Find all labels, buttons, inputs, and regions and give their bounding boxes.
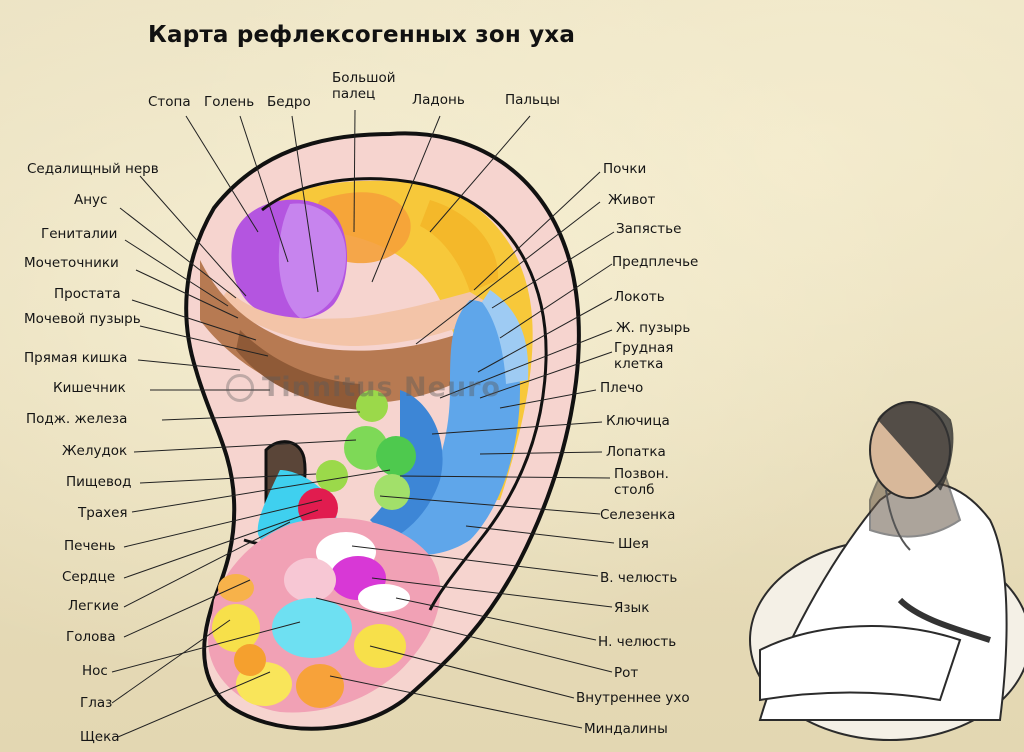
upper-zone-gold	[420, 200, 499, 292]
brown-zone-dark	[236, 330, 360, 410]
label-bolshoy-palec: Большой палец	[332, 70, 396, 102]
label-golova: Голова	[66, 629, 116, 645]
purple-zone-light	[278, 203, 346, 318]
green-zone-3	[376, 436, 416, 476]
white-zone-2	[358, 584, 410, 612]
yellow-zone-1	[212, 604, 260, 652]
label-kishechnik: Кишечник	[53, 380, 126, 396]
label-genitalii: Гениталии	[41, 226, 118, 242]
label-glaz: Глаз	[80, 695, 113, 711]
orange-zone-3	[234, 644, 266, 676]
label-palcy: Пальцы	[505, 92, 560, 108]
label-anus: Анус	[74, 192, 108, 208]
sage-figure	[749, 401, 1024, 741]
label-pishchevod: Пищевод	[66, 474, 132, 490]
sage-hair	[877, 402, 954, 491]
label-zhivot: Живот	[608, 192, 656, 208]
watermark: Tinnitus Neuro	[262, 372, 501, 403]
label-lopatka: Лопатка	[606, 444, 666, 460]
label-mochevoy-puzyr: Мочевой пузырь	[24, 311, 141, 327]
label-pozvon-stolb: Позвон. столб	[614, 466, 669, 498]
diagram-title: Карта рефлексогенных зон уха	[148, 22, 576, 48]
cyan-lobe-zone	[272, 598, 352, 658]
label-vnutrennee-uho: Внутреннее ухо	[576, 690, 690, 706]
label-n-chelyust: Н. челюсть	[598, 634, 677, 650]
label-lokot: Локоть	[614, 289, 665, 305]
label-pochki: Почки	[603, 161, 647, 177]
pink-zone-light	[284, 558, 336, 602]
label-zh-puzyr: Ж. пузырь	[616, 320, 691, 336]
label-sedalishchny-nerv: Седалищный нерв	[27, 161, 159, 177]
green-zone-5	[316, 460, 348, 492]
label-plecho: Плечо	[600, 380, 644, 396]
label-mindaliny: Миндалины	[584, 721, 668, 737]
label-prostata: Простата	[54, 286, 121, 302]
antihelix-band	[220, 290, 500, 346]
label-zheludok: Желудок	[62, 443, 128, 459]
label-nos: Нос	[82, 663, 108, 679]
orange-zone-2	[218, 574, 254, 602]
leader-lines	[111, 109, 615, 738]
label-mochetochniki: Мочеточники	[24, 255, 119, 271]
sage-sleeve	[897, 597, 991, 643]
label-pechen: Печень	[64, 538, 116, 554]
label-pryamaya-kishka: Прямая кишка	[24, 350, 128, 366]
green-zone-4	[374, 474, 410, 510]
red-zone	[298, 488, 338, 528]
label-serdce: Сердце	[62, 569, 116, 585]
label-rot: Рот	[614, 665, 639, 681]
label-selezenka: Селезенка	[600, 507, 676, 523]
label-shcheka: Щека	[80, 729, 120, 745]
label-sheya: Шея	[618, 536, 649, 552]
label-ladon: Ладонь	[412, 92, 465, 108]
yellow-zone-3	[354, 624, 406, 668]
watermark-logo	[226, 374, 254, 402]
orange-zone-1	[296, 664, 344, 708]
blue-zone-light	[482, 290, 529, 384]
helix-inner-outline	[261, 177, 548, 611]
label-zapyastye: Запястье	[616, 221, 682, 237]
blue-zone	[380, 300, 520, 555]
label-bedro: Бедро	[267, 94, 311, 110]
label-v-chelyust: В. челюсть	[600, 570, 678, 586]
green-zone-1	[356, 390, 388, 422]
label-podzh-zheleza: Подж. железа	[26, 411, 128, 427]
label-grudnaya-kletka: Грудная клетка	[614, 340, 674, 372]
label-klyuchica: Ключица	[606, 413, 670, 429]
label-stopa: Стопа	[148, 94, 191, 110]
label-predplechye: Предплечье	[612, 254, 699, 270]
label-traheya: Трахея	[78, 505, 128, 521]
label-golen: Голень	[204, 94, 255, 110]
sage-beard	[885, 489, 911, 551]
label-yazyk: Язык	[614, 600, 650, 616]
label-legkie: Легкие	[68, 598, 119, 614]
